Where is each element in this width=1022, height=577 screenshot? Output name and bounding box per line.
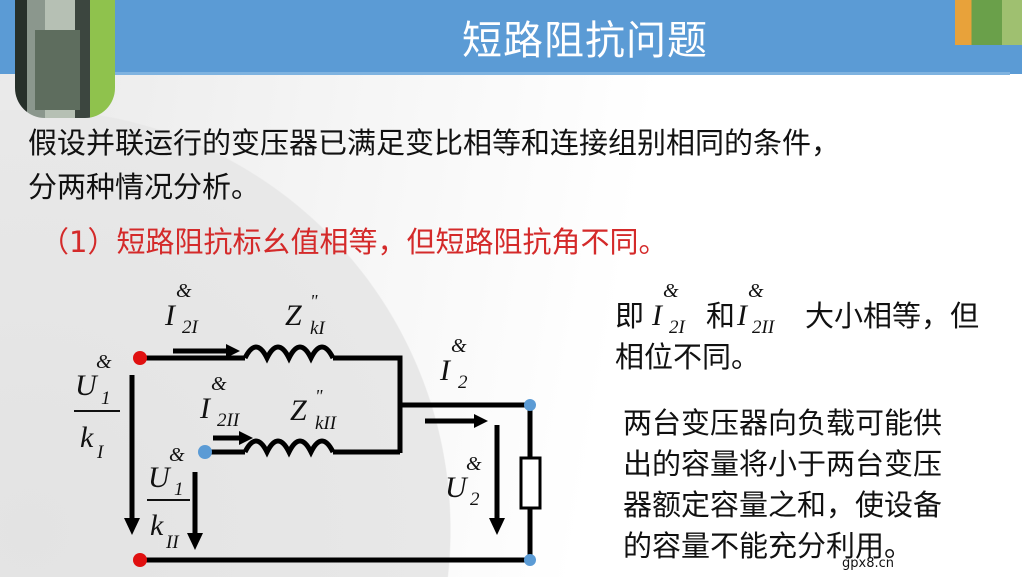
side-paragraph-line: 器额定容量之和，使设备 bbox=[623, 488, 943, 522]
sub: 2 bbox=[458, 372, 468, 393]
dot-mark: & bbox=[211, 373, 227, 395]
label-u1-num-2: U bbox=[148, 461, 172, 494]
terminal-second bbox=[198, 445, 212, 459]
wire-top-right bbox=[333, 355, 403, 453]
sup: " bbox=[310, 291, 318, 311]
coil-zkI bbox=[242, 344, 336, 364]
dot-mark: & bbox=[96, 351, 112, 373]
dot-mark: & bbox=[451, 335, 467, 357]
side-paragraph-line: 两台变压器向负载可能供 bbox=[623, 406, 943, 440]
label-kI: k bbox=[80, 421, 94, 454]
sub: kII bbox=[315, 413, 338, 434]
sub: kI bbox=[310, 318, 326, 339]
watermark: gpx8.cn bbox=[842, 556, 894, 571]
header-bar bbox=[0, 0, 1022, 74]
intro-line-1: 假设并联运行的变压器已满足变比相等和连接组别相同的条件， bbox=[28, 126, 841, 160]
side-line-2: 相位不同。 bbox=[615, 340, 761, 374]
case-1-heading: （1）短路阻抗标幺值相等，但短路阻抗角不同。 bbox=[40, 225, 668, 259]
arrow-head bbox=[474, 414, 488, 428]
arrow-head bbox=[239, 431, 253, 445]
side-paragraph-line: 出的容量将小于两台变压 bbox=[623, 447, 943, 481]
side-paragraph-line: 的容量不能充分利用。 bbox=[623, 529, 914, 563]
sub: 1 bbox=[101, 388, 111, 409]
label-zkII: Z bbox=[290, 394, 307, 427]
arrow-head bbox=[489, 518, 505, 535]
side-text-he: 和 bbox=[706, 299, 736, 333]
logo-left-pixelated bbox=[15, 0, 115, 118]
label-zkI: Z bbox=[285, 299, 302, 332]
label-i2II: I bbox=[199, 392, 212, 425]
slide-title: 短路阻抗问题 bbox=[462, 18, 708, 64]
sub: 1 bbox=[174, 479, 184, 500]
sup: " bbox=[315, 386, 323, 406]
label-kII: k bbox=[150, 509, 164, 542]
terminal-bottom-left bbox=[133, 553, 147, 567]
intro-line-2: 分两种情况分析。 bbox=[28, 170, 261, 204]
sub: 2 bbox=[470, 489, 480, 510]
sub: 2I bbox=[182, 317, 200, 338]
logo-left-inner bbox=[35, 30, 80, 110]
header-divider bbox=[90, 72, 1010, 75]
sub: II bbox=[165, 532, 180, 553]
terminal-out-top bbox=[524, 399, 536, 411]
arrow-head bbox=[124, 518, 140, 535]
sub: I bbox=[96, 442, 105, 463]
terminal-top-left bbox=[133, 351, 147, 365]
load-resistor bbox=[519, 456, 542, 510]
logo-right-pixelated bbox=[955, 0, 1022, 45]
side-i2II: I bbox=[736, 299, 749, 332]
coil-zkII bbox=[242, 438, 336, 458]
dot-mark: & bbox=[748, 280, 764, 302]
side-line-1: 即 和 大小相等，但 bbox=[615, 293, 979, 335]
arrow-head bbox=[187, 533, 203, 550]
dot-mark: & bbox=[169, 444, 185, 466]
label-u2: U bbox=[445, 471, 469, 504]
label-i2: I bbox=[439, 354, 452, 387]
sub: 2II bbox=[217, 410, 241, 431]
arrow-head bbox=[226, 344, 240, 358]
dot-mark: & bbox=[466, 453, 482, 475]
label-i2I: I bbox=[164, 299, 177, 332]
dot-mark: & bbox=[663, 280, 679, 302]
terminal-out-bottom bbox=[524, 554, 536, 566]
sub: 2I bbox=[669, 317, 687, 338]
side-text-ji: 即 bbox=[615, 299, 645, 333]
side-text-equal: 大小相等，但 bbox=[805, 299, 980, 333]
side-i2I: I bbox=[651, 299, 664, 332]
label-u1-num: U bbox=[75, 369, 99, 402]
sub: 2II bbox=[752, 317, 776, 338]
dot-mark: & bbox=[176, 280, 192, 302]
